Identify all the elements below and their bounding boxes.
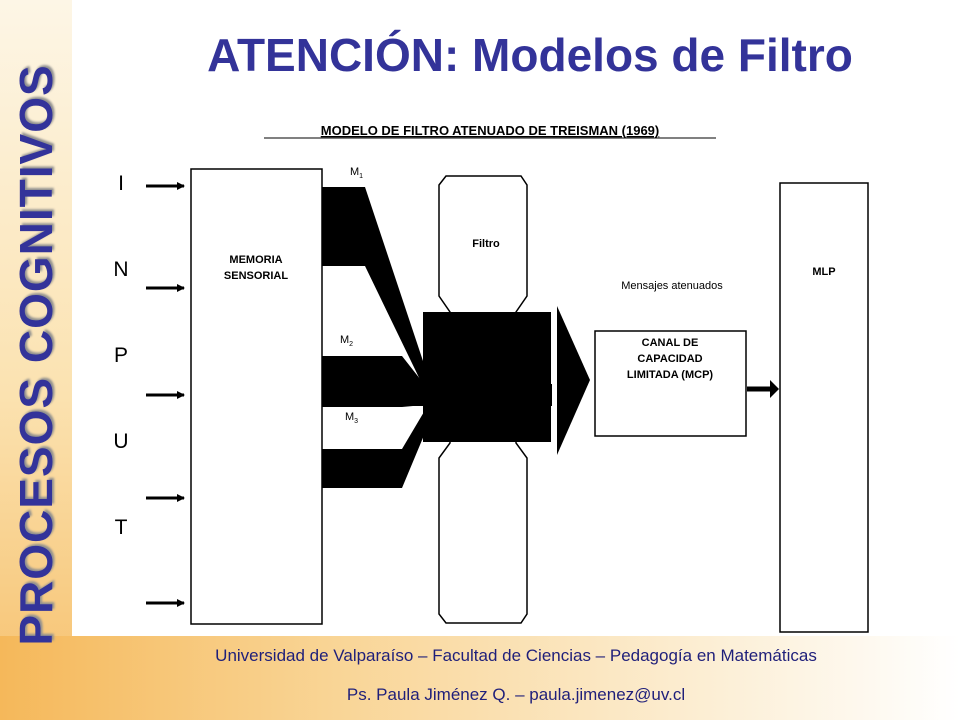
- mlp-label: MLP: [812, 266, 835, 278]
- svg-text:M3: M3: [345, 411, 358, 425]
- sensory-memory-label-line1: MEMORIA: [229, 254, 282, 266]
- slide-title: ATENCIÓN: Modelos de Filtro: [207, 29, 853, 81]
- input-letter-t: T: [115, 516, 128, 539]
- input-letter-p: P: [114, 344, 128, 367]
- footer-institution: Universidad de Valparaíso – Facultad de …: [215, 646, 817, 665]
- message-channel-m2: [322, 356, 424, 407]
- input-arrows: [146, 182, 185, 607]
- message-label-m3: M3: [345, 411, 358, 425]
- attenuated-messages-label: Mensajes atenuados: [621, 280, 723, 292]
- input-letter-u: U: [113, 430, 128, 453]
- svg-text:M2: M2: [340, 334, 353, 348]
- message-label-m2: M2: [340, 334, 353, 348]
- input-letter-n: N: [113, 258, 128, 281]
- mlp-box: [779, 182, 869, 633]
- footer-author: Ps. Paula Jiménez Q. – paula.jimenez@uv.…: [346, 685, 686, 704]
- message-channel-m3: [322, 395, 440, 488]
- sensory-memory-label-line2: SENSORIAL: [224, 270, 288, 282]
- input-letter-i: I: [118, 172, 124, 195]
- output-wedge-arrow: [557, 306, 590, 455]
- filter-side-tab: [402, 384, 552, 406]
- filter-core-block: [423, 312, 551, 442]
- filter-label: Filtro: [472, 238, 500, 250]
- channel-to-mlp-arrowhead: [770, 380, 779, 398]
- diagram-subtitle: MODELO DE FILTRO ATENUADO DE TREISMAN (1…: [321, 123, 660, 138]
- limited-capacity-channel-box: [594, 330, 747, 437]
- channel-label-line2: CAPACIDAD: [637, 353, 702, 365]
- bottom-gradient-band: [0, 636, 960, 720]
- svg-text:M1: M1: [350, 166, 363, 180]
- message-channel-m1: [322, 187, 432, 390]
- channel-label-line1: CANAL DE: [642, 337, 699, 349]
- message-label-m1: M1: [350, 166, 363, 180]
- left-gradient-band: [0, 0, 72, 720]
- sensory-memory-box: [190, 168, 323, 625]
- channel-label-line3: LIMITADA (MCP): [627, 369, 713, 381]
